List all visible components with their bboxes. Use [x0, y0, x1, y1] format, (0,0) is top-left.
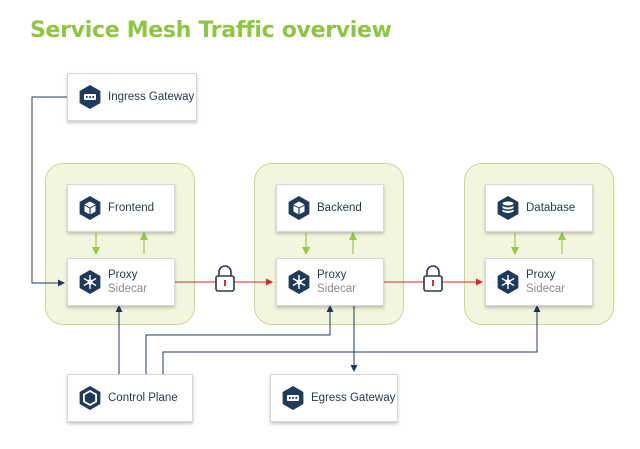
- node-label: Proxy: [108, 269, 138, 281]
- cube-icon: [79, 196, 101, 220]
- node-label: Ingress Gateway: [108, 91, 195, 103]
- node-label: Database: [526, 202, 576, 214]
- node-label: Proxy: [317, 269, 347, 281]
- backend-node[interactable]: Backend: [276, 184, 384, 232]
- gateway-icon: [79, 85, 101, 109]
- ingress-gateway-node[interactable]: Ingress Gateway: [67, 73, 197, 121]
- lock-icon: [423, 265, 443, 292]
- frontend-node[interactable]: Frontend: [67, 184, 175, 232]
- node-label: Proxy: [526, 269, 556, 281]
- cube-icon: [288, 196, 310, 220]
- app-proxy-links: [91, 231, 567, 256]
- proxy-icon: [288, 270, 310, 294]
- database-icon: [497, 196, 519, 220]
- node-sublabel: Sidecar: [317, 283, 356, 295]
- database-proxy-node[interactable]: Proxy Sidecar: [485, 258, 593, 306]
- node-sublabel: Sidecar: [108, 283, 147, 295]
- node-label: Frontend: [108, 202, 155, 214]
- egress-gateway-node[interactable]: Egress Gateway: [270, 374, 398, 422]
- database-node[interactable]: Database: [485, 184, 593, 232]
- node-label: Egress Gateway: [311, 392, 396, 404]
- node-label: Backend: [317, 202, 362, 214]
- control-plane-links: [115, 305, 541, 374]
- gateway-icon: [282, 386, 304, 410]
- proxy-icon: [79, 270, 101, 294]
- node-sublabel: Sidecar: [526, 283, 565, 295]
- control-plane-icon: [79, 386, 101, 410]
- lock-icon: [215, 265, 235, 292]
- frontend-proxy-node[interactable]: Proxy Sidecar: [67, 258, 175, 306]
- backend-proxy-node[interactable]: Proxy Sidecar: [276, 258, 384, 306]
- control-plane-node[interactable]: Control Plane: [67, 374, 193, 422]
- ingress-link: [31, 96, 67, 287]
- node-label: Control Plane: [108, 392, 178, 404]
- page-title: Service Mesh Traffic overview: [30, 18, 392, 43]
- proxy-icon: [497, 270, 519, 294]
